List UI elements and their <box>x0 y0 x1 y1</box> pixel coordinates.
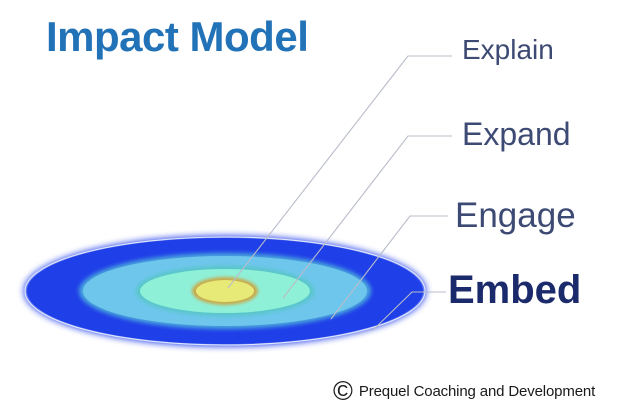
leader-line-engage <box>330 215 448 320</box>
copyright-footer: © Prequel Coaching and Development <box>333 378 595 405</box>
copyright-text: Prequel Coaching and Development <box>358 383 596 400</box>
copyright-icon: © <box>333 376 353 406</box>
leader-line-embed <box>371 291 446 332</box>
ring-explain <box>192 277 258 305</box>
leader-line-explain <box>227 55 452 289</box>
stage-label-embed: Embed <box>448 268 582 312</box>
leader-lines <box>227 55 452 332</box>
leader-line-expand <box>282 135 452 299</box>
stage-label-explain: Explain <box>462 34 554 65</box>
page-title: Impact Model <box>46 13 309 60</box>
stage-label-expand: Expand <box>462 116 571 152</box>
stage-label-engage: Engage <box>455 196 576 235</box>
